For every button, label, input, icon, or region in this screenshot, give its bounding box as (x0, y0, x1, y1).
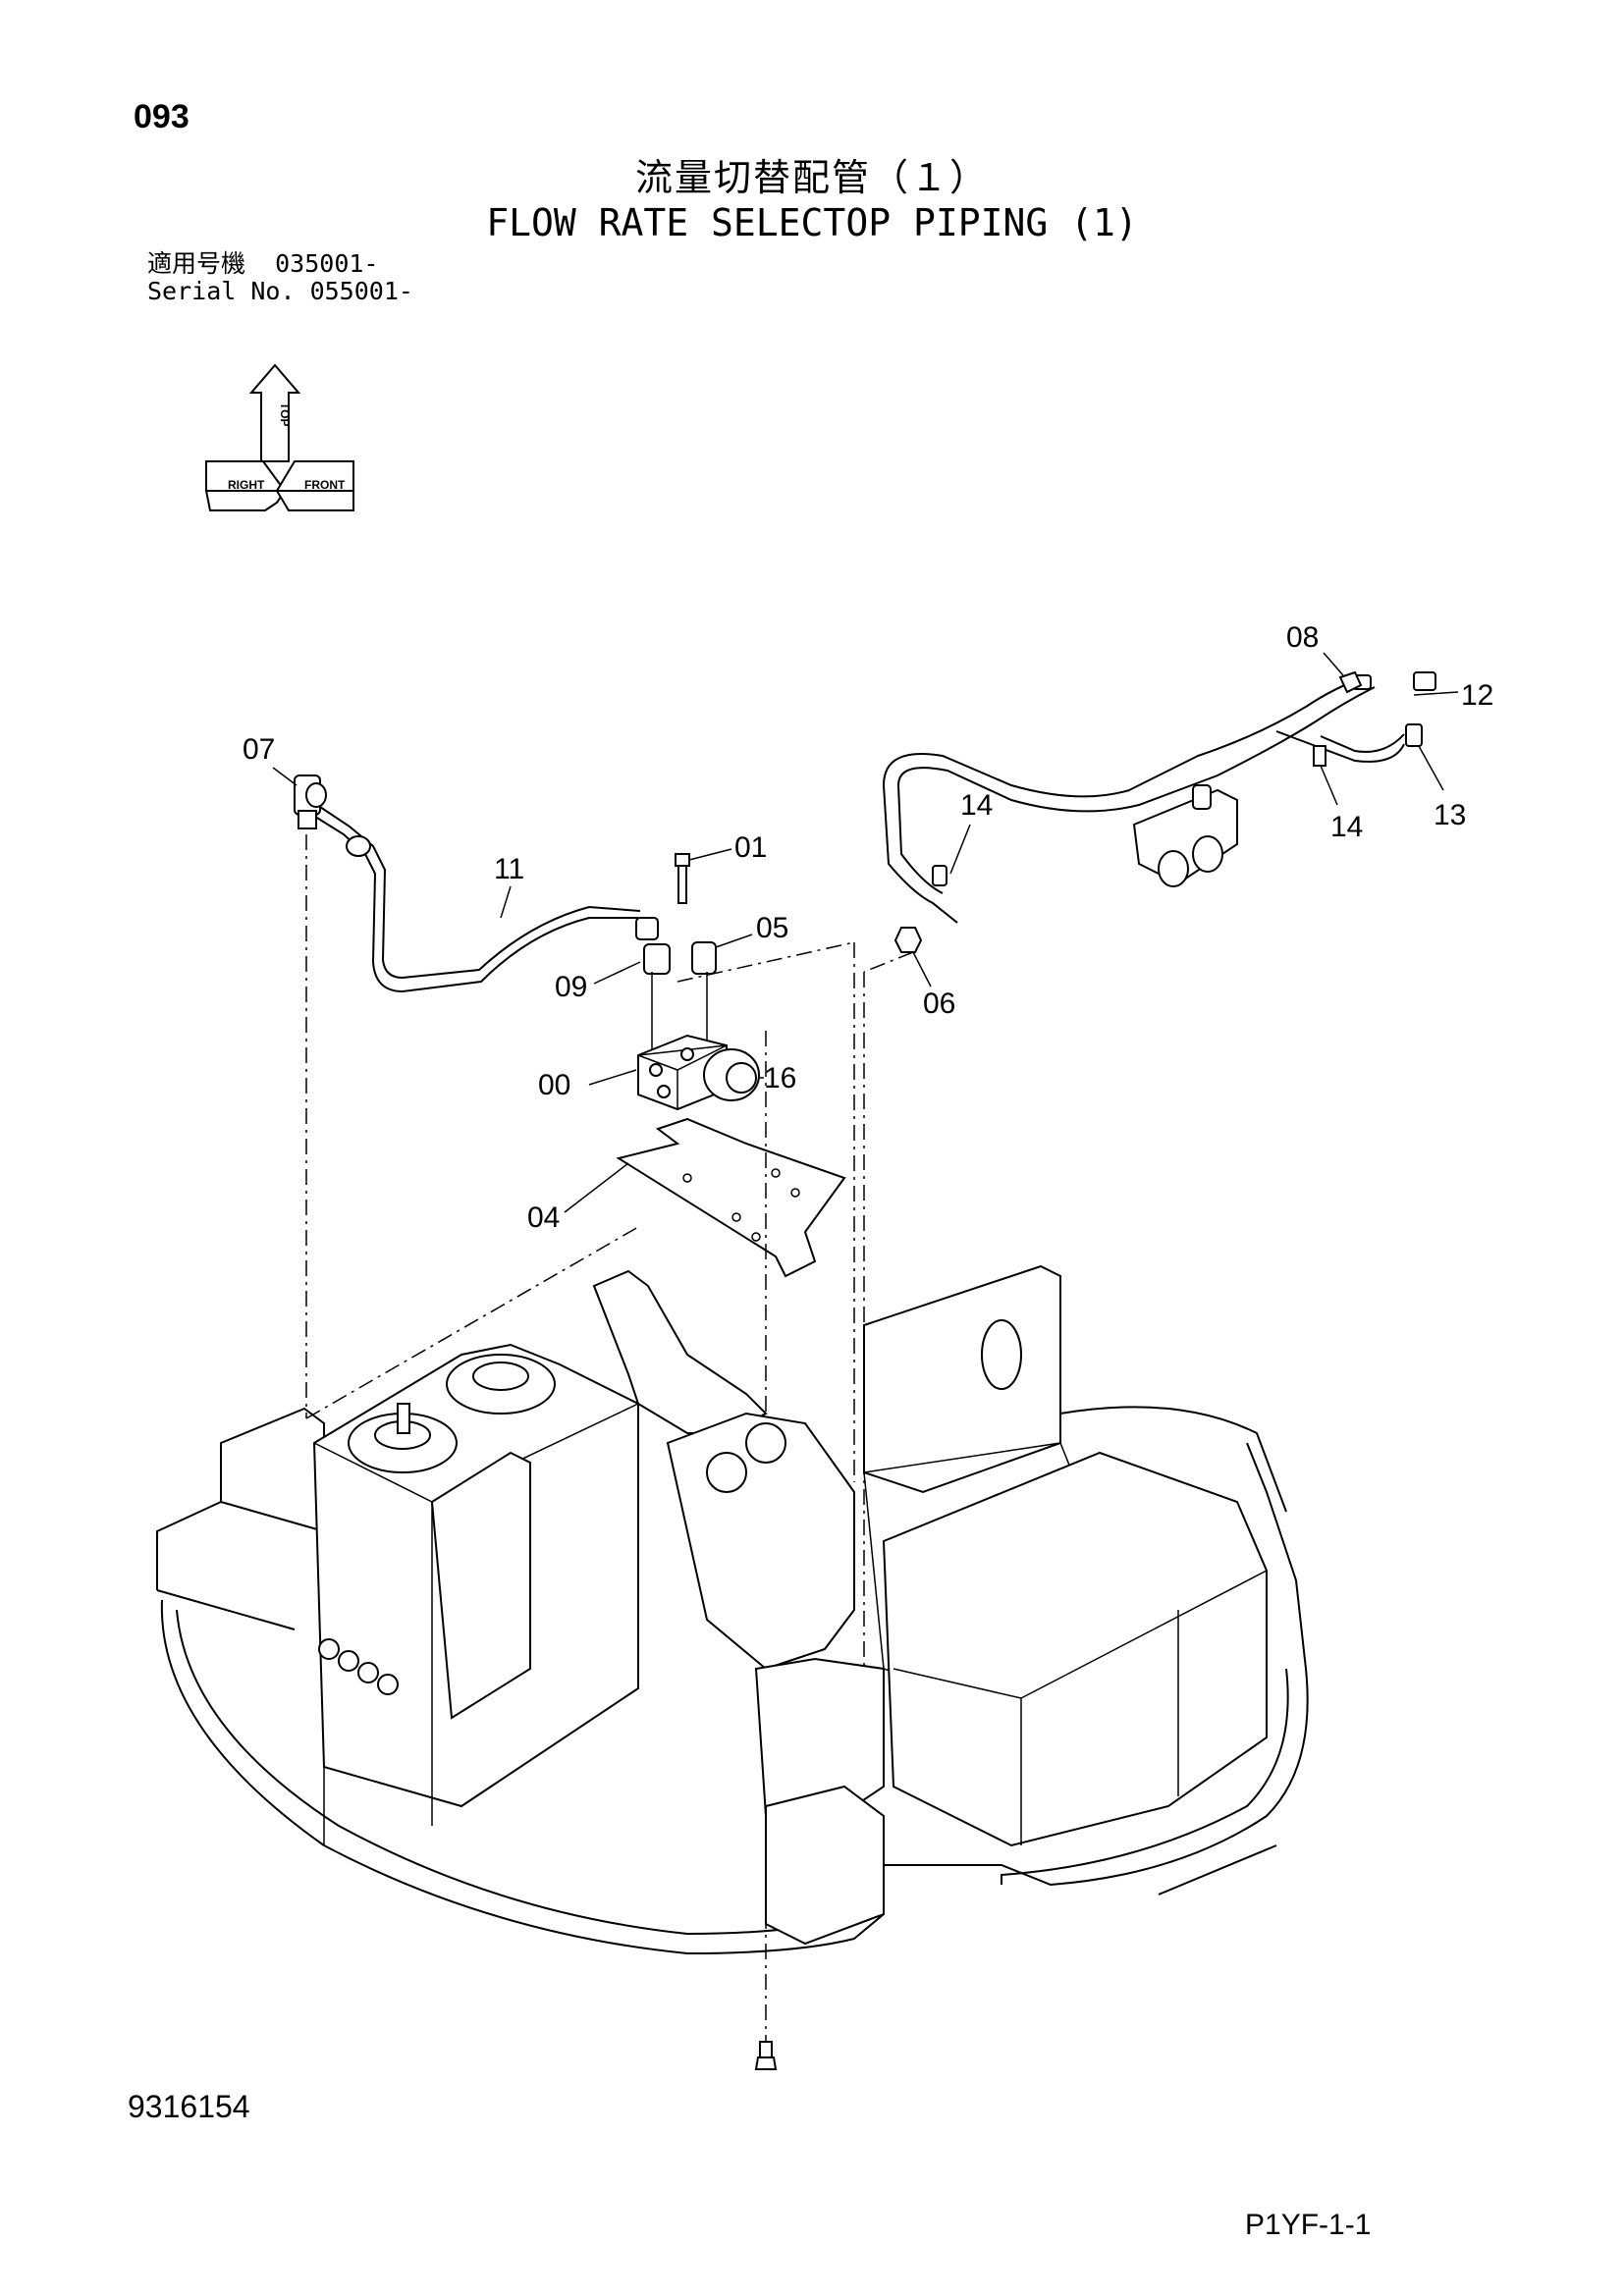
callout-label-12: 12 (1461, 679, 1493, 712)
callout-12: 12 (1413, 679, 1493, 712)
callout-11: 11 (494, 853, 524, 919)
fitting-07 (294, 774, 371, 857)
hose-assembly-12-13 (882, 671, 1436, 924)
callout-label-13: 13 (1434, 799, 1466, 831)
lower-right-body (882, 1451, 1268, 1847)
callout-label-04: 04 (527, 1201, 560, 1234)
title-english: FLOW RATE SELECTOP PIPING (1) (486, 201, 1138, 244)
callout-07: 07 (243, 733, 298, 786)
callout-label-05: 05 (756, 912, 788, 944)
swing-bracket (592, 1269, 885, 1946)
orientation-symbol: TOP RIGHT FRONT (204, 363, 354, 511)
callout-label-09: 09 (555, 971, 587, 1003)
fitting-05 (691, 941, 717, 975)
serial-number-block: 適用号機 035001- Serial No. 055001- (147, 250, 413, 305)
serial-en-label: Serial No. (147, 277, 296, 305)
main-frame (156, 1406, 1309, 1955)
orientation-label-top: TOP (278, 402, 292, 426)
valve-00 (637, 972, 728, 1111)
page-number: 093 (134, 98, 189, 135)
callout-label-14-left: 14 (960, 789, 993, 822)
right-upright-plate (863, 1264, 1081, 1709)
callout-label-07: 07 (243, 733, 275, 766)
callout-14-right: 14 (1320, 765, 1363, 843)
solenoid-16 (703, 1048, 760, 1101)
callout-label-11: 11 (494, 853, 524, 885)
plate-04 (616, 1117, 846, 1278)
callout-13: 13 (1418, 745, 1466, 831)
serial-jp-label: 適用号機 (147, 249, 246, 278)
hydraulic-tank (312, 1343, 639, 1845)
callout-08: 08 (1286, 621, 1344, 676)
bolt-bottom (754, 2041, 778, 2070)
callout-04: 04 (527, 1162, 629, 1234)
callout-label-06: 06 (923, 988, 955, 1020)
callout-label-14-right: 14 (1330, 811, 1363, 843)
document-number: 9316154 (128, 2089, 250, 2124)
callout-14-left: 14 (949, 789, 993, 875)
serial-en-value: 055001- (309, 277, 413, 305)
title-japanese: 流量切替配管（１） (634, 156, 989, 199)
callout-label-16: 16 (764, 1062, 796, 1095)
callout-09: 09 (555, 961, 641, 1003)
orientation-label-right: RIGHT (228, 478, 265, 492)
orientation-label-front: FRONT (304, 478, 346, 492)
callout-01: 01 (688, 831, 767, 864)
callout-00: 00 (538, 1069, 637, 1101)
fitting-09 (635, 917, 671, 975)
callout-05: 05 (715, 912, 788, 948)
bolt-01 (675, 853, 690, 904)
nut-06 (893, 927, 923, 953)
serial-jp-value: 035001- (275, 249, 379, 278)
page-code: P1YF-1-1 (1245, 2209, 1372, 2241)
callout-label-00: 00 (538, 1069, 570, 1101)
callout-16: 16 (758, 1062, 796, 1095)
fitting-08 (1338, 670, 1363, 694)
callout-label-08: 08 (1286, 621, 1319, 654)
selector-valve (1132, 784, 1238, 887)
callout-06: 06 (912, 951, 955, 1020)
callout-label-01: 01 (734, 831, 767, 864)
hose-11 (311, 806, 641, 993)
